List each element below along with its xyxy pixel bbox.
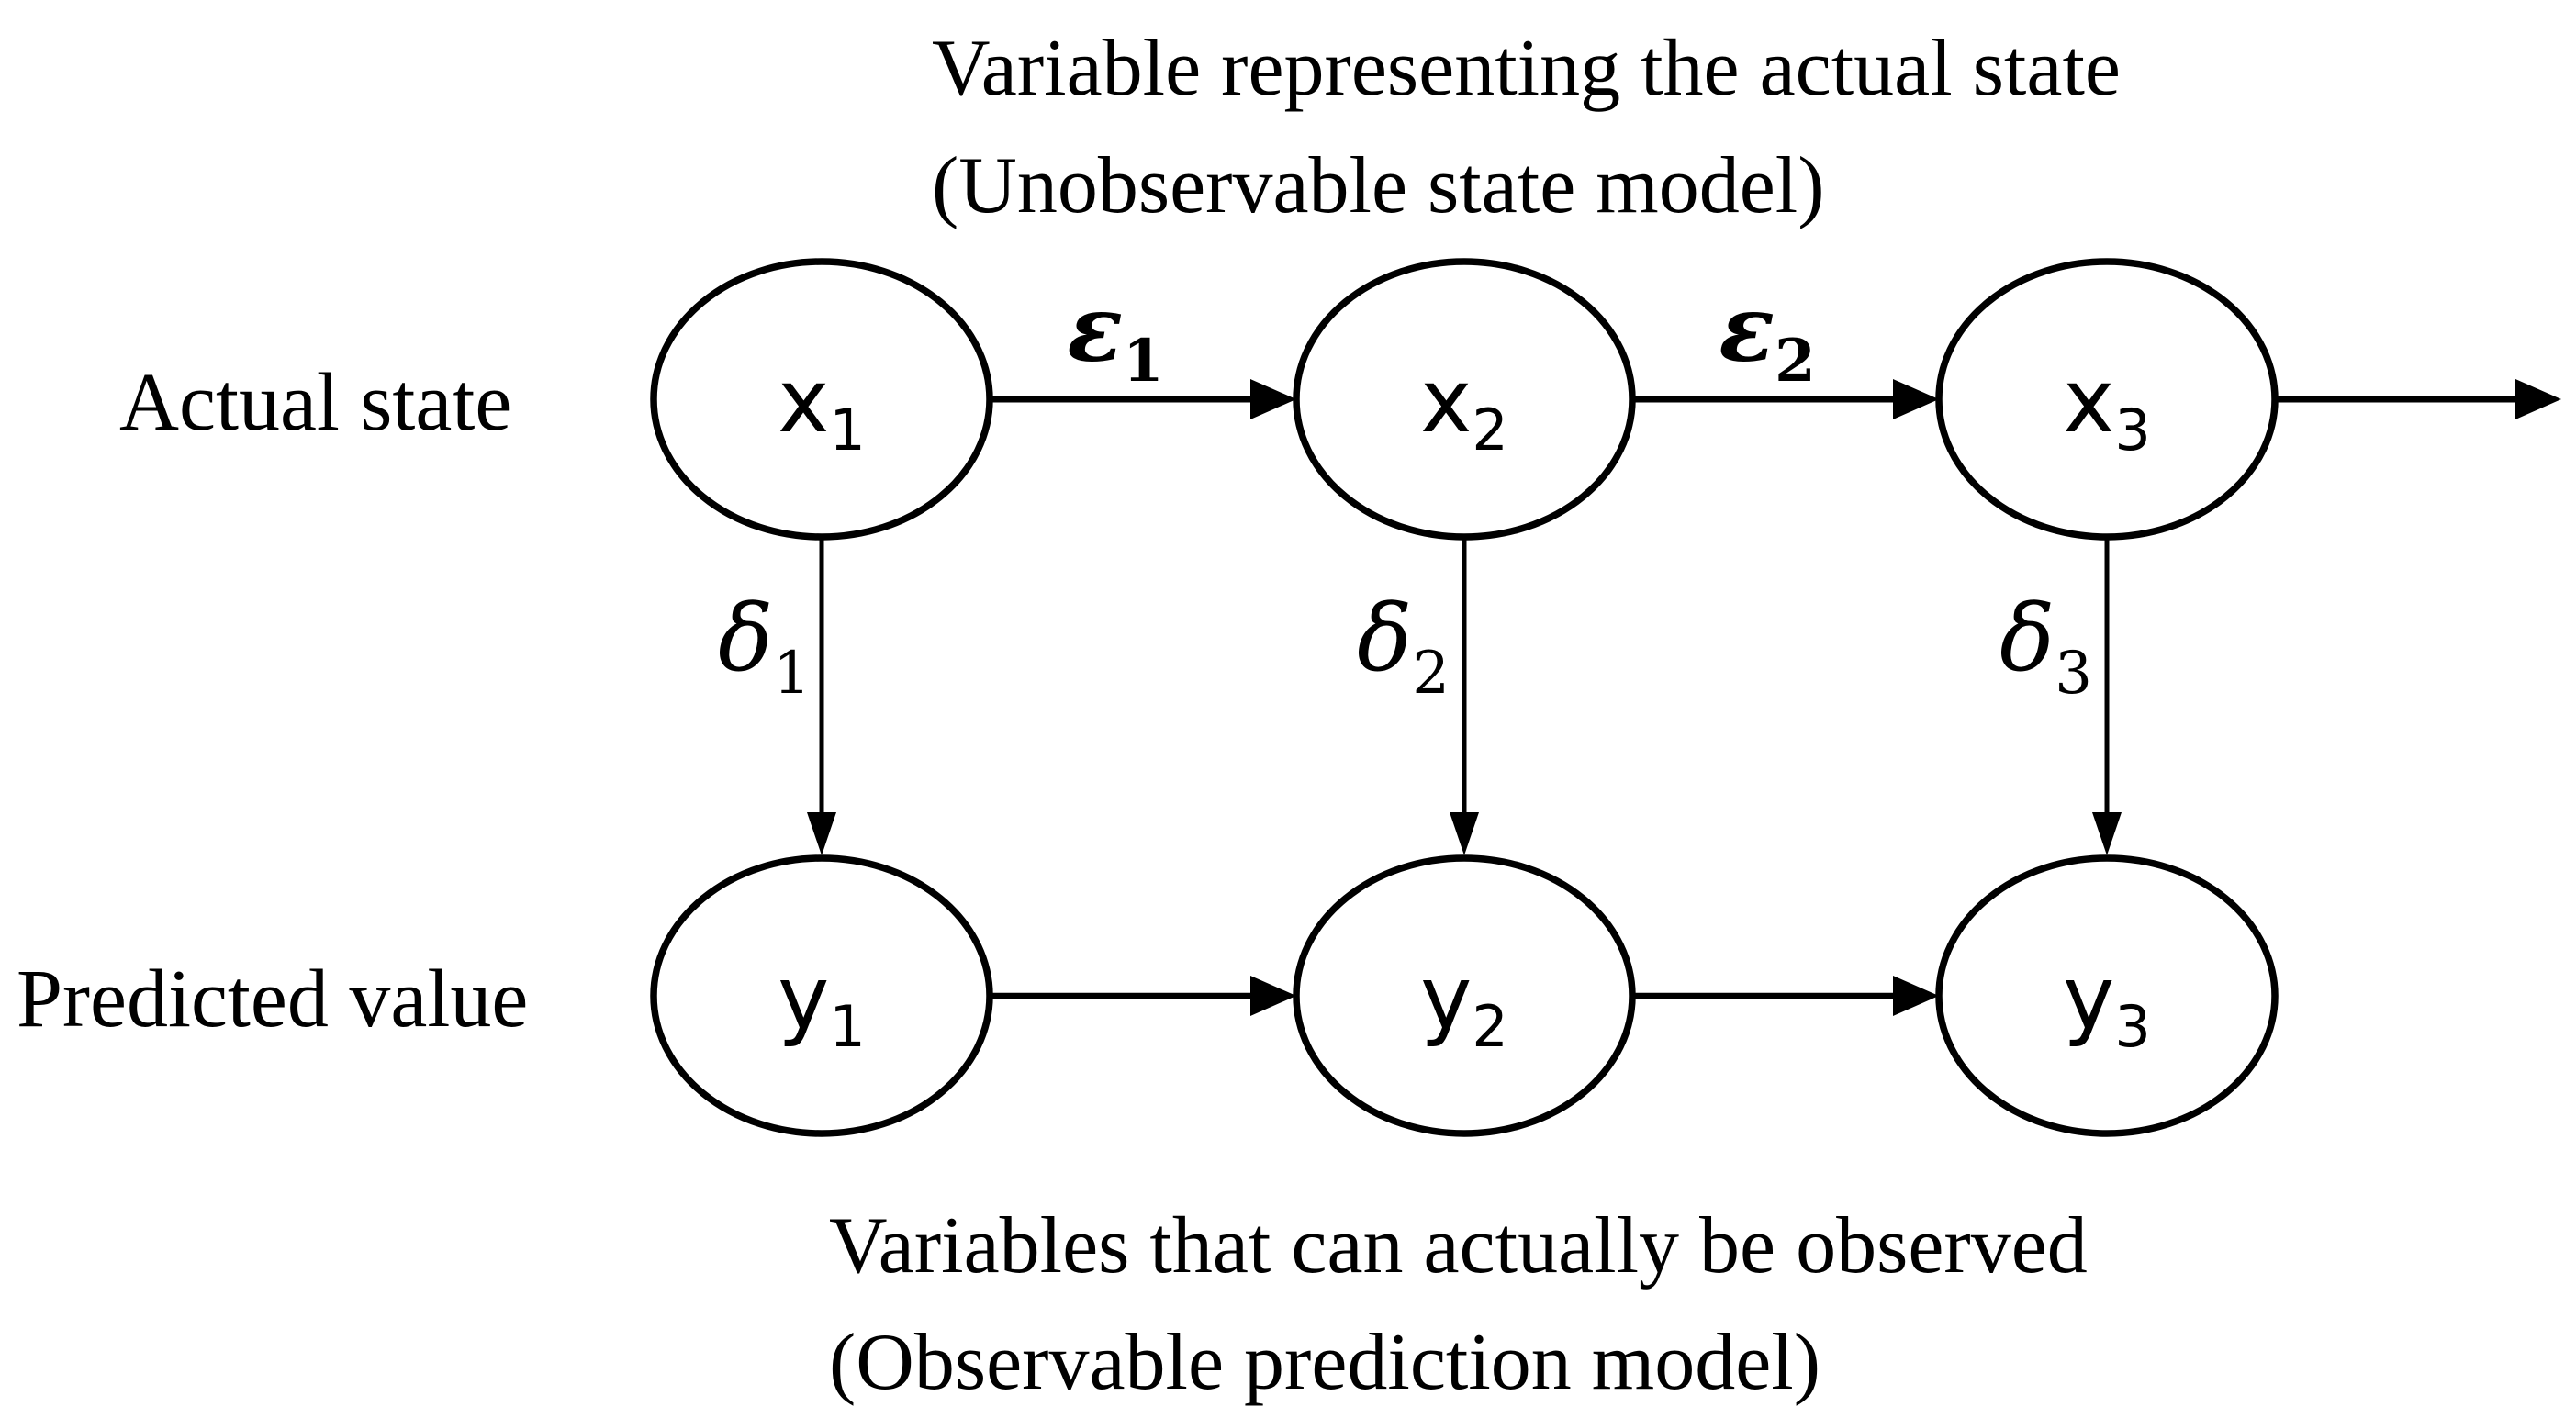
delta3-subscript: 3 [2055,640,2092,708]
arrow-x2-y2-head [1450,812,1479,855]
node-y1-base: y [778,948,829,1049]
node-y2-subscript: 2 [1472,993,1507,1060]
epsilon1-subscript: 1 [1123,327,1164,396]
epsilon2-subscript: 2 [1775,327,1816,396]
arrow-x2-y2 [1450,537,1479,855]
top-caption-line2: (Unobservable state model) [932,141,1825,230]
node-y3-subscript: 3 [2114,993,2150,1060]
delta3-base: δ [1999,585,2055,692]
arrow-y2-y3 [1634,976,1939,1016]
arrow-x3-exit-head [2515,379,2561,419]
bottom-caption-line1: Variables that can actually be observed [829,1201,2088,1290]
bottom-caption-line2: (Observable prediction model) [829,1318,1820,1407]
edge-label-delta3: δ3 [1999,585,2092,708]
node-y1-label: y1 [778,948,866,1060]
node-y1-ellipse [650,854,993,1137]
node-y2-base: y [1420,948,1472,1049]
arrow-x1-y1 [807,537,836,855]
arrow-x2-x3-head [1893,379,1939,419]
delta2-subscript: 2 [1412,640,1450,708]
node-x2-base: x [1420,352,1472,452]
row-label-predicted-value: Predicted value [17,954,528,1044]
node-y1-subscript: 1 [829,993,865,1060]
arrow-x1-x2 [991,379,1296,419]
arrow-y1-y2-head [1250,976,1296,1016]
arrow-x3-y3 [2092,537,2122,855]
arrow-y1-y2 [991,976,1296,1016]
epsilon1-base: ε [1067,274,1123,383]
node-x1-ellipse [650,258,993,541]
top-caption-line1: Variable representing the actual state [932,24,2121,113]
node-x3-subscript: 3 [2114,396,2150,463]
node-x3-ellipse [1935,258,2279,541]
node-x1-base: x [778,352,829,452]
node-x1-label: x1 [778,352,866,463]
node-y2-ellipse [1293,854,1636,1137]
delta1-subscript: 1 [773,640,811,708]
epsilon2-base: ε [1719,274,1775,383]
node-x2-ellipse [1293,258,1636,541]
node-x3-label: x3 [2063,352,2151,463]
node-x2-subscript: 2 [1472,396,1507,463]
delta2-base: δ [1357,585,1412,692]
arrow-y2-y3-head [1893,976,1939,1016]
arrow-x2-x3 [1634,379,1939,419]
edge-label-epsilon1: ε1 [1067,274,1163,396]
delta1-base: δ [718,585,773,692]
arrow-x3-exit [2275,379,2561,419]
node-x3-base: x [2063,352,2114,452]
arrow-x1-y1-head [807,812,836,855]
node-y3-base: y [2063,948,2114,1049]
node-x1-subscript: 1 [829,396,865,463]
row-label-actual-state: Actual state [119,357,511,448]
edge-label-delta2: δ2 [1357,585,1450,708]
arrow-x1-x2-head [1250,379,1296,419]
node-y2-label: y2 [1420,948,1508,1060]
node-y3-label: y3 [2063,948,2151,1060]
edge-label-epsilon2: ε2 [1719,274,1815,396]
edge-label-delta1: δ1 [718,585,811,708]
arrow-x3-y3-head [2092,812,2122,855]
node-y3-ellipse [1935,854,2279,1137]
node-x2-label: x2 [1420,352,1508,463]
